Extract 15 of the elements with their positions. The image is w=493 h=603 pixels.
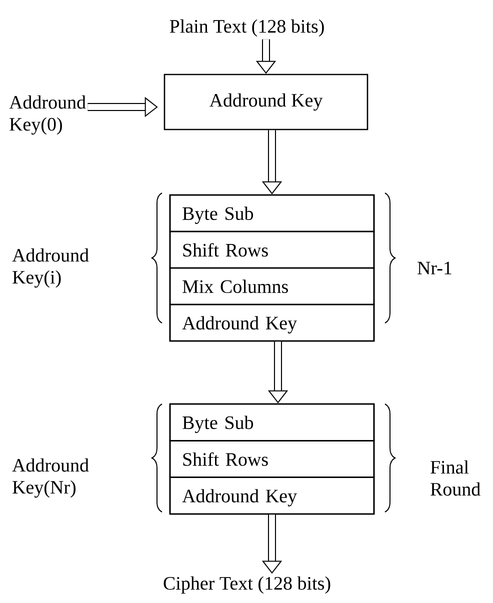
side-label: Final Round xyxy=(430,460,480,496)
step-row: Shift Rows xyxy=(169,440,375,478)
step-row: Shift Rows xyxy=(169,230,375,269)
step-row: Mix Columns xyxy=(169,267,375,306)
process-box: Addround Key xyxy=(164,74,368,130)
step-row: Addround Key xyxy=(169,476,375,515)
step-row: Byte Sub xyxy=(169,403,375,442)
side-label: Addround Key(Nr) xyxy=(12,458,89,498)
input-label: Addround Key(0) xyxy=(9,95,86,135)
text-label: Cipher Text (128 bits) xyxy=(164,576,330,594)
step-row: Byte Sub xyxy=(169,194,375,232)
side-label: Nr-1 xyxy=(418,262,452,274)
text-label: Plain Text (128 bits) xyxy=(170,19,324,37)
side-label: Addround Key(i) xyxy=(12,248,89,288)
step-row: Addround Key xyxy=(169,304,375,342)
